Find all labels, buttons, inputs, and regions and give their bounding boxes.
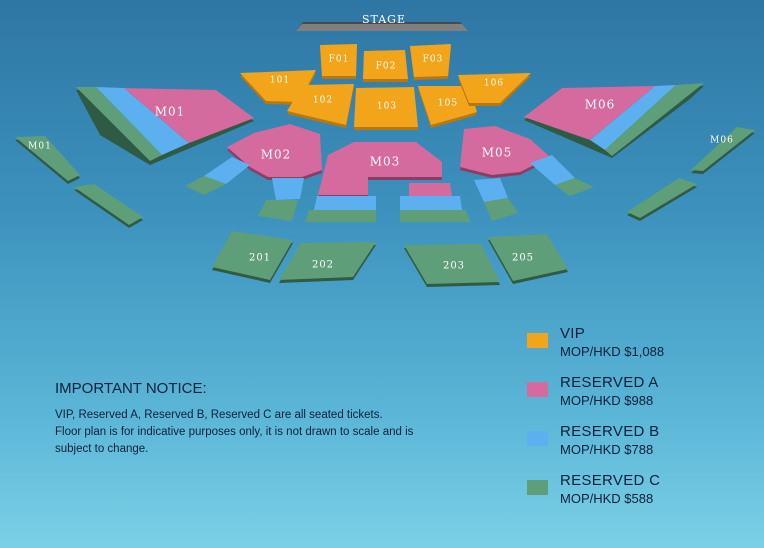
legend-name: RESERVED B xyxy=(560,423,660,440)
section-m05[interactable]: M05 xyxy=(460,126,594,221)
section-m01-main[interactable]: M01 xyxy=(76,87,254,165)
section-m06-side[interactable]: M06 xyxy=(691,127,755,174)
svg-text:F01: F01 xyxy=(329,55,350,65)
notice-line: VIP, Reserved A, Reserved B, Reserved C … xyxy=(55,409,383,421)
svg-text:102: 102 xyxy=(313,96,333,106)
legend-item-reserved-b: RESERVED B MOP/HKD $788 xyxy=(527,423,747,472)
section-m02[interactable]: M02 xyxy=(185,124,322,221)
section-m06-lower[interactable] xyxy=(627,178,697,221)
section-f02[interactable]: F02 xyxy=(363,50,408,82)
legend-price: MOP/HKD $1,088 xyxy=(560,344,665,359)
svg-text:M06: M06 xyxy=(710,136,734,146)
svg-text:201: 201 xyxy=(249,253,271,264)
legend-item-reserved-c: RESERVED C MOP/HKD $588 xyxy=(527,472,747,521)
svg-text:M01: M01 xyxy=(28,142,52,152)
legend-item-reserved-a: RESERVED A MOP/HKD $988 xyxy=(527,374,747,423)
legend-price: MOP/HKD $788 xyxy=(560,442,654,457)
price-legend: VIP MOP/HKD $1,088 RESERVED A MOP/HKD $9… xyxy=(527,325,747,521)
notice-line: subject to change. xyxy=(55,443,149,455)
legend-swatch-reserved-c xyxy=(527,480,548,495)
section-m01-lower[interactable] xyxy=(74,184,143,228)
legend-swatch-reserved-a xyxy=(527,382,548,397)
section-202[interactable]: 202 xyxy=(279,242,376,283)
legend-item-vip: VIP MOP/HKD $1,088 xyxy=(527,325,747,374)
svg-text:M05: M05 xyxy=(482,146,513,160)
svg-text:M06: M06 xyxy=(585,98,616,112)
notice-line: Floor plan is for indicative purposes on… xyxy=(55,426,414,438)
section-f01[interactable]: F01 xyxy=(320,44,357,79)
svg-text:202: 202 xyxy=(312,260,334,271)
section-m01-side[interactable]: M01 xyxy=(15,136,80,184)
svg-text:205: 205 xyxy=(512,253,534,264)
svg-text:203: 203 xyxy=(443,261,465,272)
svg-text:106: 106 xyxy=(484,79,504,89)
section-205[interactable]: 205 xyxy=(488,234,568,284)
section-m03[interactable]: M03 xyxy=(305,142,470,222)
section-106[interactable]: 106 xyxy=(458,73,531,106)
legend-price: MOP/HKD $588 xyxy=(560,491,654,506)
svg-text:M03: M03 xyxy=(370,155,401,169)
section-103[interactable]: 103 xyxy=(354,87,418,130)
svg-text:F03: F03 xyxy=(423,55,444,65)
svg-text:M02: M02 xyxy=(261,148,292,162)
legend-swatch-vip xyxy=(527,333,548,348)
stage: STAGE xyxy=(296,13,468,31)
section-102[interactable]: 102 xyxy=(287,84,354,128)
section-105[interactable]: 105 xyxy=(418,86,477,128)
section-f03[interactable]: F03 xyxy=(410,44,451,80)
legend-price: MOP/HKD $988 xyxy=(560,393,654,408)
svg-text:F02: F02 xyxy=(376,62,397,72)
legend-name: RESERVED C xyxy=(560,472,661,489)
section-m06-main[interactable]: M06 xyxy=(524,83,704,158)
section-201[interactable]: 201 xyxy=(212,231,293,283)
svg-text:105: 105 xyxy=(438,99,458,109)
svg-text:103: 103 xyxy=(377,102,397,112)
important-notice: IMPORTANT NOTICE: VIP, Reserved A, Reser… xyxy=(55,380,455,458)
legend-name: VIP xyxy=(560,325,586,342)
svg-text:101: 101 xyxy=(270,76,290,86)
legend-swatch-reserved-b xyxy=(527,431,548,446)
notice-title: IMPORTANT NOTICE: xyxy=(55,380,207,397)
svg-text:M01: M01 xyxy=(155,105,186,119)
stage-label: STAGE xyxy=(362,13,406,26)
section-203[interactable]: 203 xyxy=(404,244,500,287)
legend-name: RESERVED A xyxy=(560,374,659,391)
